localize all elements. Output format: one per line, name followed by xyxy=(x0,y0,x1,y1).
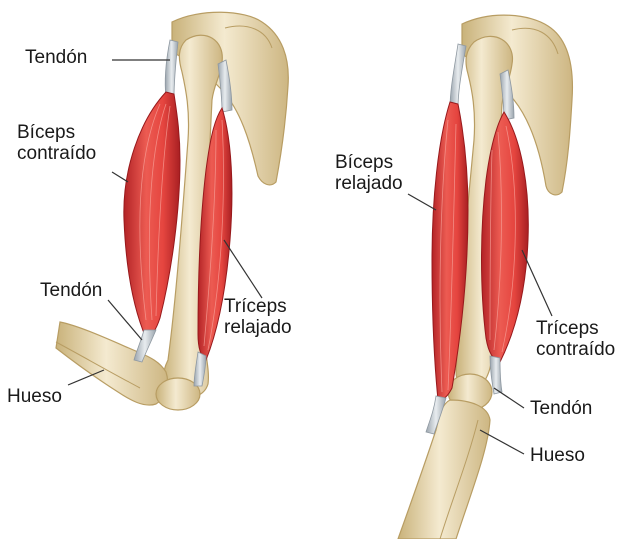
label-left-bone: Hueso xyxy=(7,386,62,407)
label-right-biceps-line2: relajado xyxy=(335,173,403,194)
label-left-tendon-bottom: Tendón xyxy=(40,280,102,301)
label-left-triceps-line1: Tríceps xyxy=(224,296,292,317)
right-forearm xyxy=(398,400,490,539)
left-arm xyxy=(56,12,288,410)
label-right-triceps-line2: contraído xyxy=(536,339,615,360)
label-right-biceps-line1: Bíceps xyxy=(335,152,403,173)
label-left-biceps: Bíceps contraído xyxy=(17,122,96,164)
label-right-bone: Hueso xyxy=(530,445,585,466)
label-left-triceps: Tríceps relajado xyxy=(224,296,292,338)
label-left-biceps-line1: Bíceps xyxy=(17,122,96,143)
label-left-tendon-top: Tendón xyxy=(25,47,87,68)
label-left-triceps-line2: relajado xyxy=(224,317,292,338)
label-right-biceps: Bíceps relajado xyxy=(335,152,403,194)
label-right-triceps-line1: Tríceps xyxy=(536,318,615,339)
label-right-tendon: Tendón xyxy=(530,398,592,419)
label-right-triceps: Tríceps contraído xyxy=(536,318,615,360)
left-biceps-muscle xyxy=(124,92,180,338)
label-left-biceps-line2: contraído xyxy=(17,143,96,164)
